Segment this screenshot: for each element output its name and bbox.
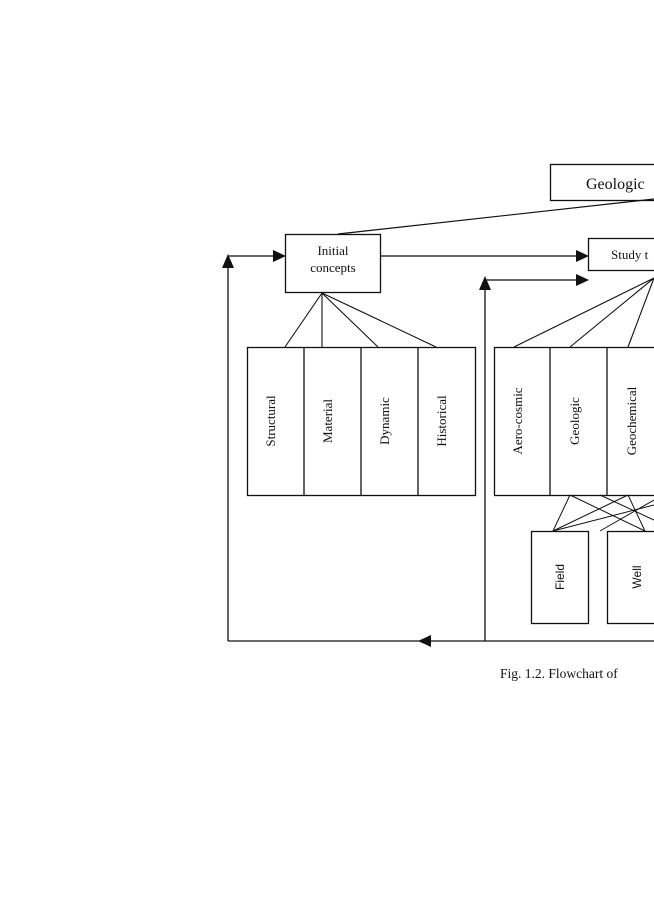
study-box-label: Study t — [611, 247, 649, 262]
concept-types-group: Structural Material Dynamic Historical — [246, 346, 477, 497]
work-field: Field — [553, 564, 567, 590]
initial-concepts-box — [284, 233, 382, 294]
arrowhead-right-icon — [576, 274, 589, 286]
method-aero-cosmic: Aero-cosmic — [510, 387, 525, 454]
arrowhead-right-icon — [576, 250, 589, 262]
method-geologic: Geologic — [567, 397, 582, 445]
concept-material: Material — [320, 399, 335, 443]
concept-structural: Structural — [263, 395, 278, 447]
study-box — [587, 237, 654, 272]
field-box — [530, 530, 590, 625]
method-work-connectors — [552, 494, 654, 532]
well-box — [606, 530, 654, 625]
geologic-box-label: Geologic — [586, 176, 645, 193]
arrowhead-up-icon — [479, 276, 491, 290]
initial-concepts-label-2: concepts — [310, 260, 355, 275]
concept-dynamic: Dynamic — [377, 397, 392, 445]
method-geochemical: Geochemical — [624, 386, 639, 455]
connector-geologic-initial — [337, 198, 654, 235]
arrowhead-left-icon — [418, 635, 431, 647]
feedback-loop-left — [227, 255, 278, 641]
work-well: Well — [630, 565, 644, 588]
methods-group: Aero-cosmic Geologic Geochemical — [493, 346, 654, 497]
arrowhead-up-icon — [222, 254, 234, 268]
arrowhead-right-icon — [273, 250, 286, 262]
geologic-box — [549, 163, 654, 202]
figure-caption: Fig. 1.2. Flowchart of — [500, 666, 618, 681]
concept-historical: Historical — [434, 395, 449, 447]
initial-concepts-label-1: Initial — [317, 243, 348, 258]
